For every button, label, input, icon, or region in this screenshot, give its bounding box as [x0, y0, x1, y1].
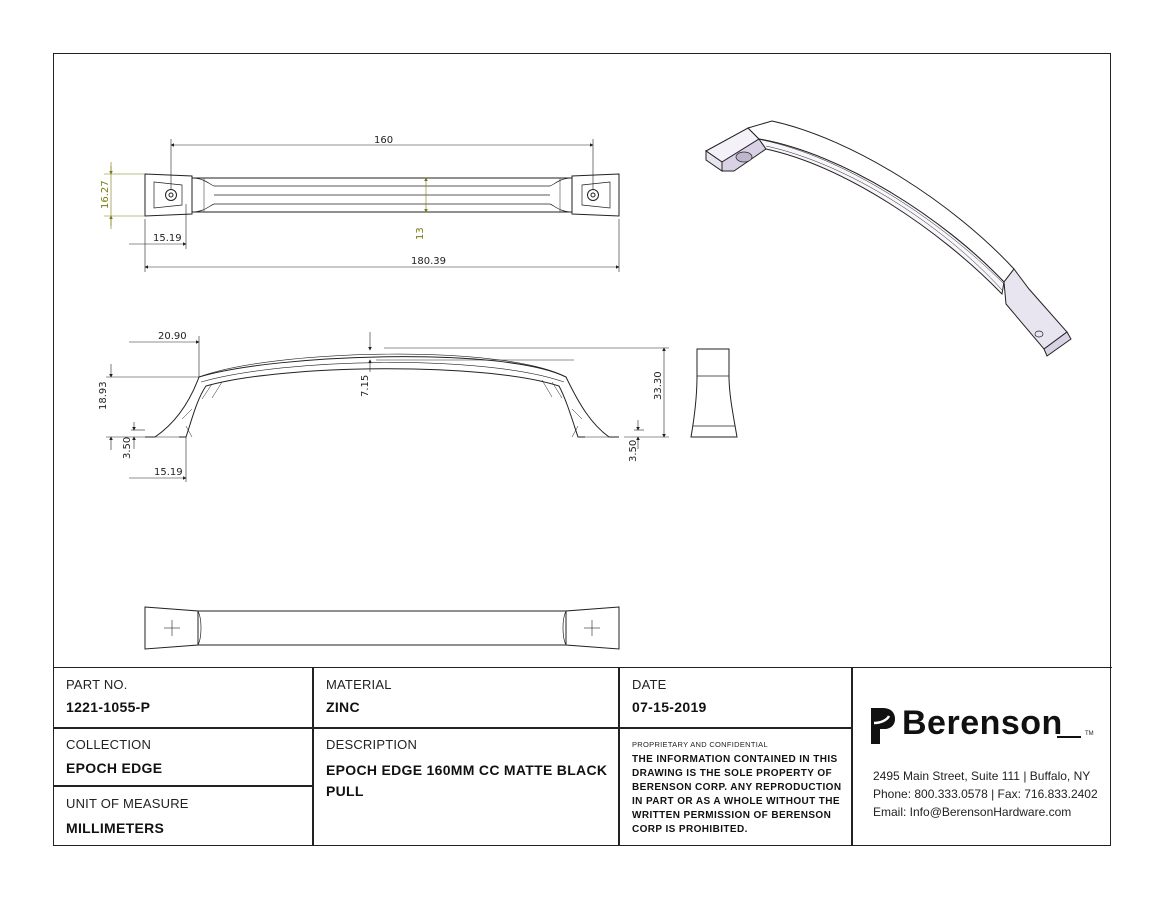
company-address: 2495 Main Street, Suite 111 | Buffalo, N… [873, 769, 1091, 783]
end-view [690, 348, 738, 438]
dim-180-39: 180.39 [411, 256, 446, 267]
dim-18-93: 18.93 [98, 381, 109, 410]
dim-33-30: 33.30 [653, 371, 664, 400]
bottom-view [144, 606, 620, 650]
side-view [145, 353, 619, 438]
dim-15-19-bottom: 15.19 [154, 467, 183, 478]
proprietary-label: PROPRIETARY AND CONFIDENTIAL [632, 740, 768, 749]
uom-label: UNIT OF MEASURE [66, 796, 189, 811]
description-value: EPOCH EDGE 160MM CC MATTE BLACK PULL [326, 762, 608, 799]
dim-3-50-left: 3.50 [122, 437, 133, 459]
brand-underline [1057, 736, 1081, 738]
company-name: Berenson [902, 704, 1063, 742]
dim-7-15: 7.15 [360, 375, 371, 397]
title-block: PART NO. 1221-1055-P MATERIAL ZINC DATE … [54, 667, 1112, 846]
date-value: 07-15-2019 [632, 699, 707, 715]
top-view [144, 173, 620, 217]
company-block: Berenson TM 2495 Main Street, Suite 111 … [853, 668, 1112, 847]
part-no-value: 1221-1055-P [66, 699, 151, 715]
dim-20-90: 20.90 [158, 331, 187, 342]
confidentiality-notice: THE INFORMATION CONTAINED IN THIS DRAWIN… [632, 754, 842, 835]
description-label: DESCRIPTION [326, 737, 418, 752]
isometric-view [705, 120, 1072, 357]
dim-13: 13 [415, 227, 426, 240]
company-phone: Phone: 800.333.0578 | Fax: 716.833.2402 [873, 787, 1098, 801]
part-no-label: PART NO. [66, 677, 128, 692]
material-label: MATERIAL [326, 677, 392, 692]
side-view-dimensions [106, 332, 669, 482]
technical-drawing: 160 16.27 15.19 13 180.39 [98, 120, 1072, 650]
dim-16-27: 16.27 [100, 180, 111, 209]
collection-label: COLLECTION [66, 737, 152, 752]
berenson-logo-icon [871, 708, 895, 744]
dim-15-19-top: 15.19 [153, 233, 182, 244]
trademark: TM [1085, 731, 1094, 737]
company-email[interactable]: Email: Info@BerensonHardware.com [873, 805, 1072, 819]
top-view-dimensions-accent [104, 162, 428, 229]
collection-value: EPOCH EDGE [66, 760, 163, 776]
top-view-dimensions [129, 139, 620, 272]
dim-3-50-right: 3.50 [628, 440, 639, 462]
dim-160: 160 [374, 135, 393, 146]
drawing-sheet: 160 16.27 15.19 13 180.39 [53, 53, 1112, 846]
material-value: ZINC [326, 699, 360, 715]
date-label: DATE [632, 677, 667, 692]
uom-value: MILLIMETERS [66, 820, 165, 836]
